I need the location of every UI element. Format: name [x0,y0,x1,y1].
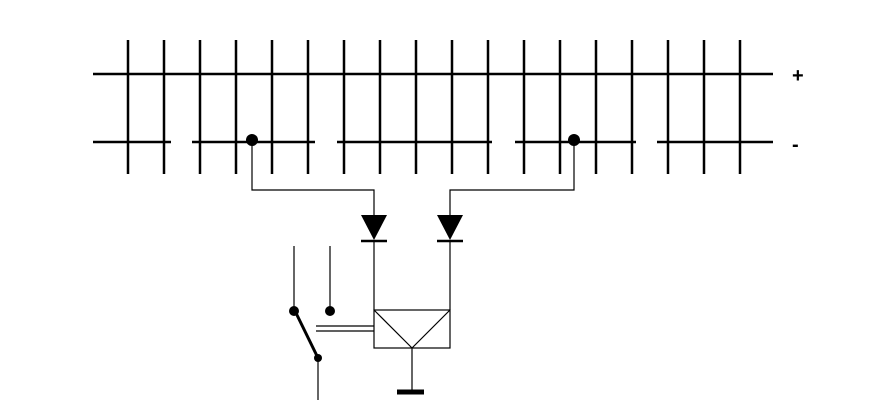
diode-right-triangle [437,215,463,240]
tie-bars [126,40,742,174]
relay-diagonal-left [373,309,413,349]
diode-left-triangle [361,215,387,240]
switch-contact-right [325,306,335,316]
positive-rail-label: + [792,65,804,87]
diode-left [361,215,387,243]
relay-diagonal-right [411,309,451,349]
switch-blade [294,312,320,359]
relay-box [373,309,451,349]
left-feed-wire [251,140,375,215]
right-feed-wire [449,140,575,215]
negative-rail-label: - [792,134,799,156]
relay-switch [289,246,335,400]
relay-outline [373,309,451,349]
diode-right [437,215,463,243]
